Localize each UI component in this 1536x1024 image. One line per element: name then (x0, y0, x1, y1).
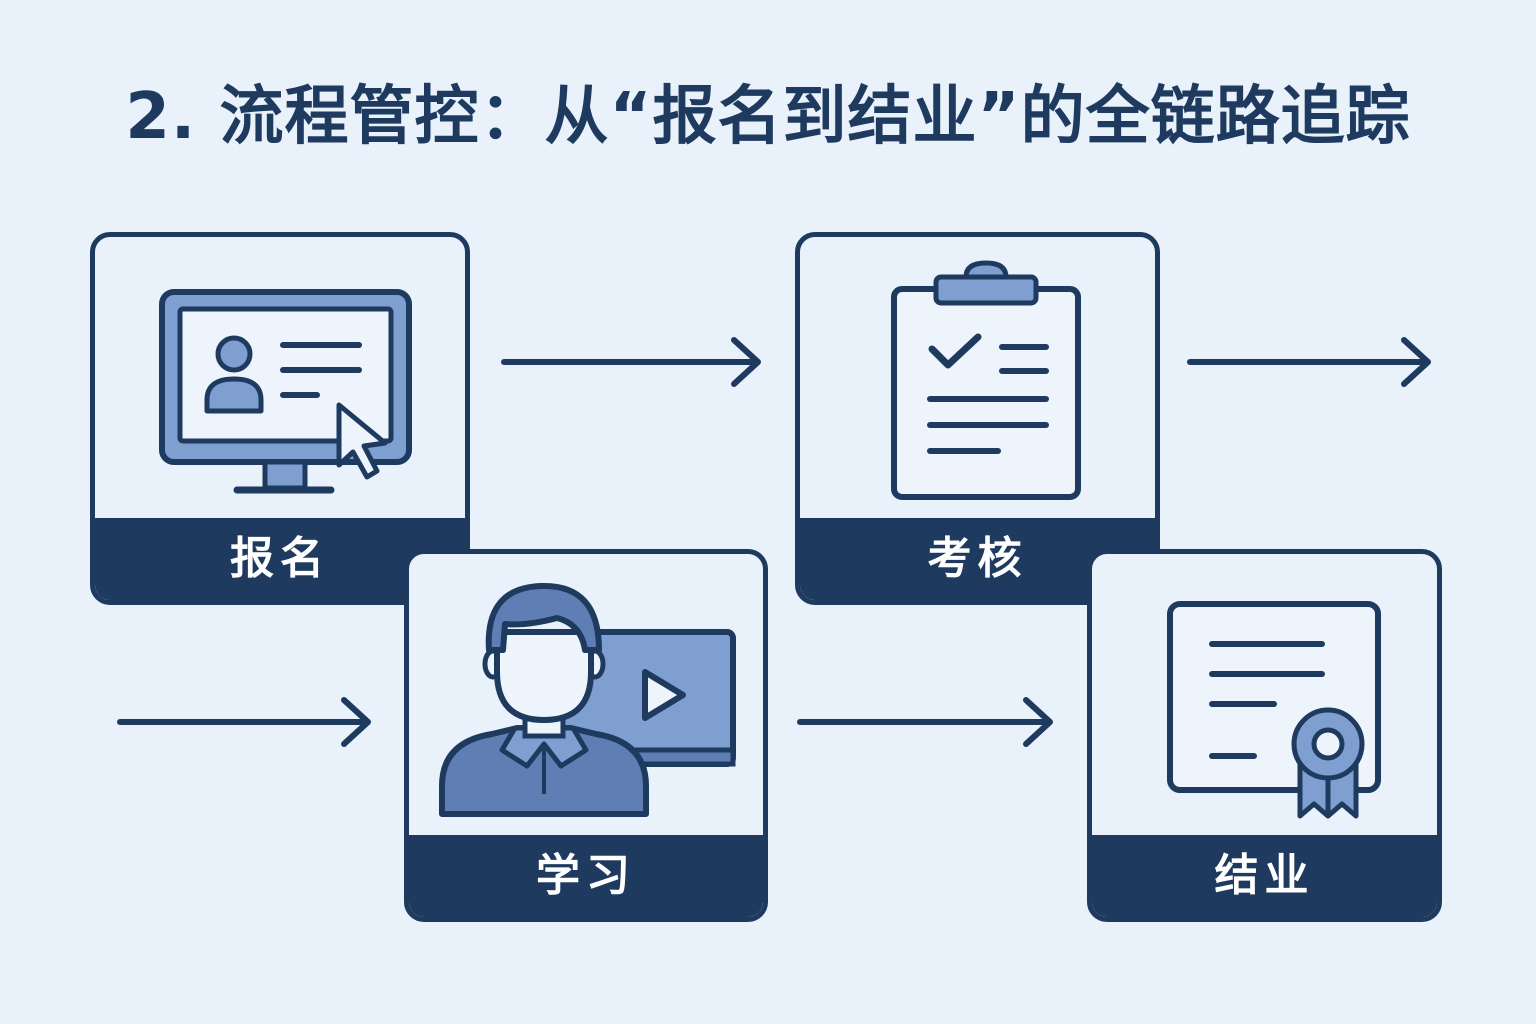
flow-arrow-study-to-graduate (796, 694, 1058, 754)
flow-arrow-to-study (116, 694, 376, 754)
video-learning-icon (409, 554, 763, 843)
flow-arrow-exam-next (1186, 334, 1438, 394)
step-card-signup: 报名 (90, 232, 470, 605)
step-card-exam: 考核 (795, 232, 1160, 605)
computer-registration-icon (95, 237, 465, 526)
step-card-study: 学习 (404, 549, 768, 922)
certificate-icon (1092, 554, 1437, 843)
clipboard-check-icon (800, 237, 1155, 526)
step-label-graduate: 结业 (1092, 835, 1437, 917)
flow-arrow-signup-to-exam (500, 334, 770, 394)
page-title: 2. 流程管控：从“报名到结业”的全链路追踪 (125, 80, 1411, 154)
step-label-signup: 报名 (95, 518, 465, 600)
step-label-study: 学习 (409, 835, 763, 917)
step-card-graduate: 结业 (1087, 549, 1442, 922)
